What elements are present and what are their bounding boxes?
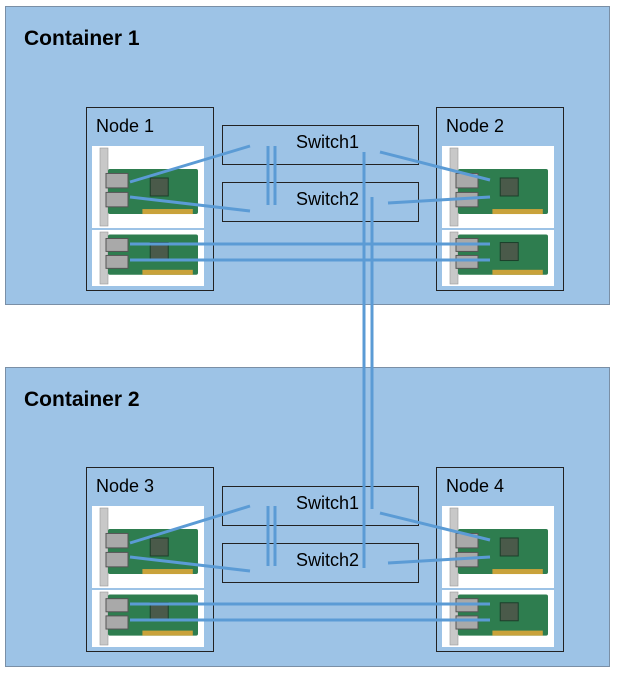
nic-port: [105, 254, 129, 269]
nic-port: [455, 551, 479, 568]
nic-card-drawing: [449, 507, 548, 587]
switch-1-container-1: Switch1: [222, 125, 419, 165]
nic-port: [105, 191, 129, 208]
node-label: Node 2: [446, 116, 505, 136]
nic-port: [455, 598, 479, 613]
node-label: Node 3: [96, 476, 155, 496]
nic-port: [105, 532, 129, 549]
switch-label: Switch2: [295, 189, 360, 209]
nic-contacts: [492, 269, 543, 275]
nic-card-drawing: [99, 147, 198, 227]
nic-node-1-top: [92, 146, 204, 228]
switch-1-container-2: Switch1: [222, 486, 419, 526]
nic-card-drawing: [99, 507, 198, 587]
nic-port: [105, 615, 129, 630]
nic-port: [105, 172, 129, 189]
switch-label: Switch2: [295, 550, 360, 570]
nic-card-drawing: [449, 231, 548, 285]
nic-node-3-top: [92, 506, 204, 588]
nic-chip: [149, 537, 169, 557]
nic-contacts: [142, 269, 193, 275]
nic-contacts: [492, 209, 543, 215]
container-title: Container 2: [24, 388, 140, 411]
switch-2-container-2: Switch2: [222, 543, 419, 583]
nic-port: [105, 551, 129, 568]
nic-contacts: [142, 630, 193, 636]
switch-label: Switch1: [295, 132, 360, 152]
nic-chip: [149, 602, 169, 622]
nic-node-3-bottom: [92, 590, 204, 647]
nic-card-drawing: [99, 591, 198, 646]
nic-chip: [499, 537, 519, 557]
nic-port: [455, 254, 479, 269]
nic-node-2-bottom: [442, 230, 554, 286]
switch-label: Switch1: [295, 493, 360, 513]
nic-card-drawing: [449, 591, 548, 646]
nic-contacts: [142, 569, 193, 575]
nic-port: [455, 238, 479, 252]
nic-chip: [499, 602, 519, 622]
nic-contacts: [492, 569, 543, 575]
nic-port: [455, 532, 479, 549]
nic-chip: [499, 242, 519, 262]
nic-port: [105, 598, 129, 613]
nic-contacts: [492, 630, 543, 636]
nic-port: [455, 615, 479, 630]
node-label: Node 4: [446, 476, 505, 496]
nic-port: [105, 238, 129, 252]
node-label: Node 1: [96, 116, 155, 136]
nic-chip: [149, 177, 169, 197]
nic-node-4-bottom: [442, 590, 554, 647]
nic-chip: [499, 177, 519, 197]
nic-contacts: [142, 209, 193, 215]
nic-port: [455, 172, 479, 189]
nic-node-4-top: [442, 506, 554, 588]
nic-card-drawing: [449, 147, 548, 227]
nic-node-1-bottom: [92, 230, 204, 286]
nic-node-2-top: [442, 146, 554, 228]
nic-chip: [149, 242, 169, 262]
nic-card-drawing: [99, 231, 198, 285]
switch-2-container-1: Switch2: [222, 182, 419, 222]
container-title: Container 1: [24, 27, 140, 50]
nic-port: [455, 191, 479, 208]
